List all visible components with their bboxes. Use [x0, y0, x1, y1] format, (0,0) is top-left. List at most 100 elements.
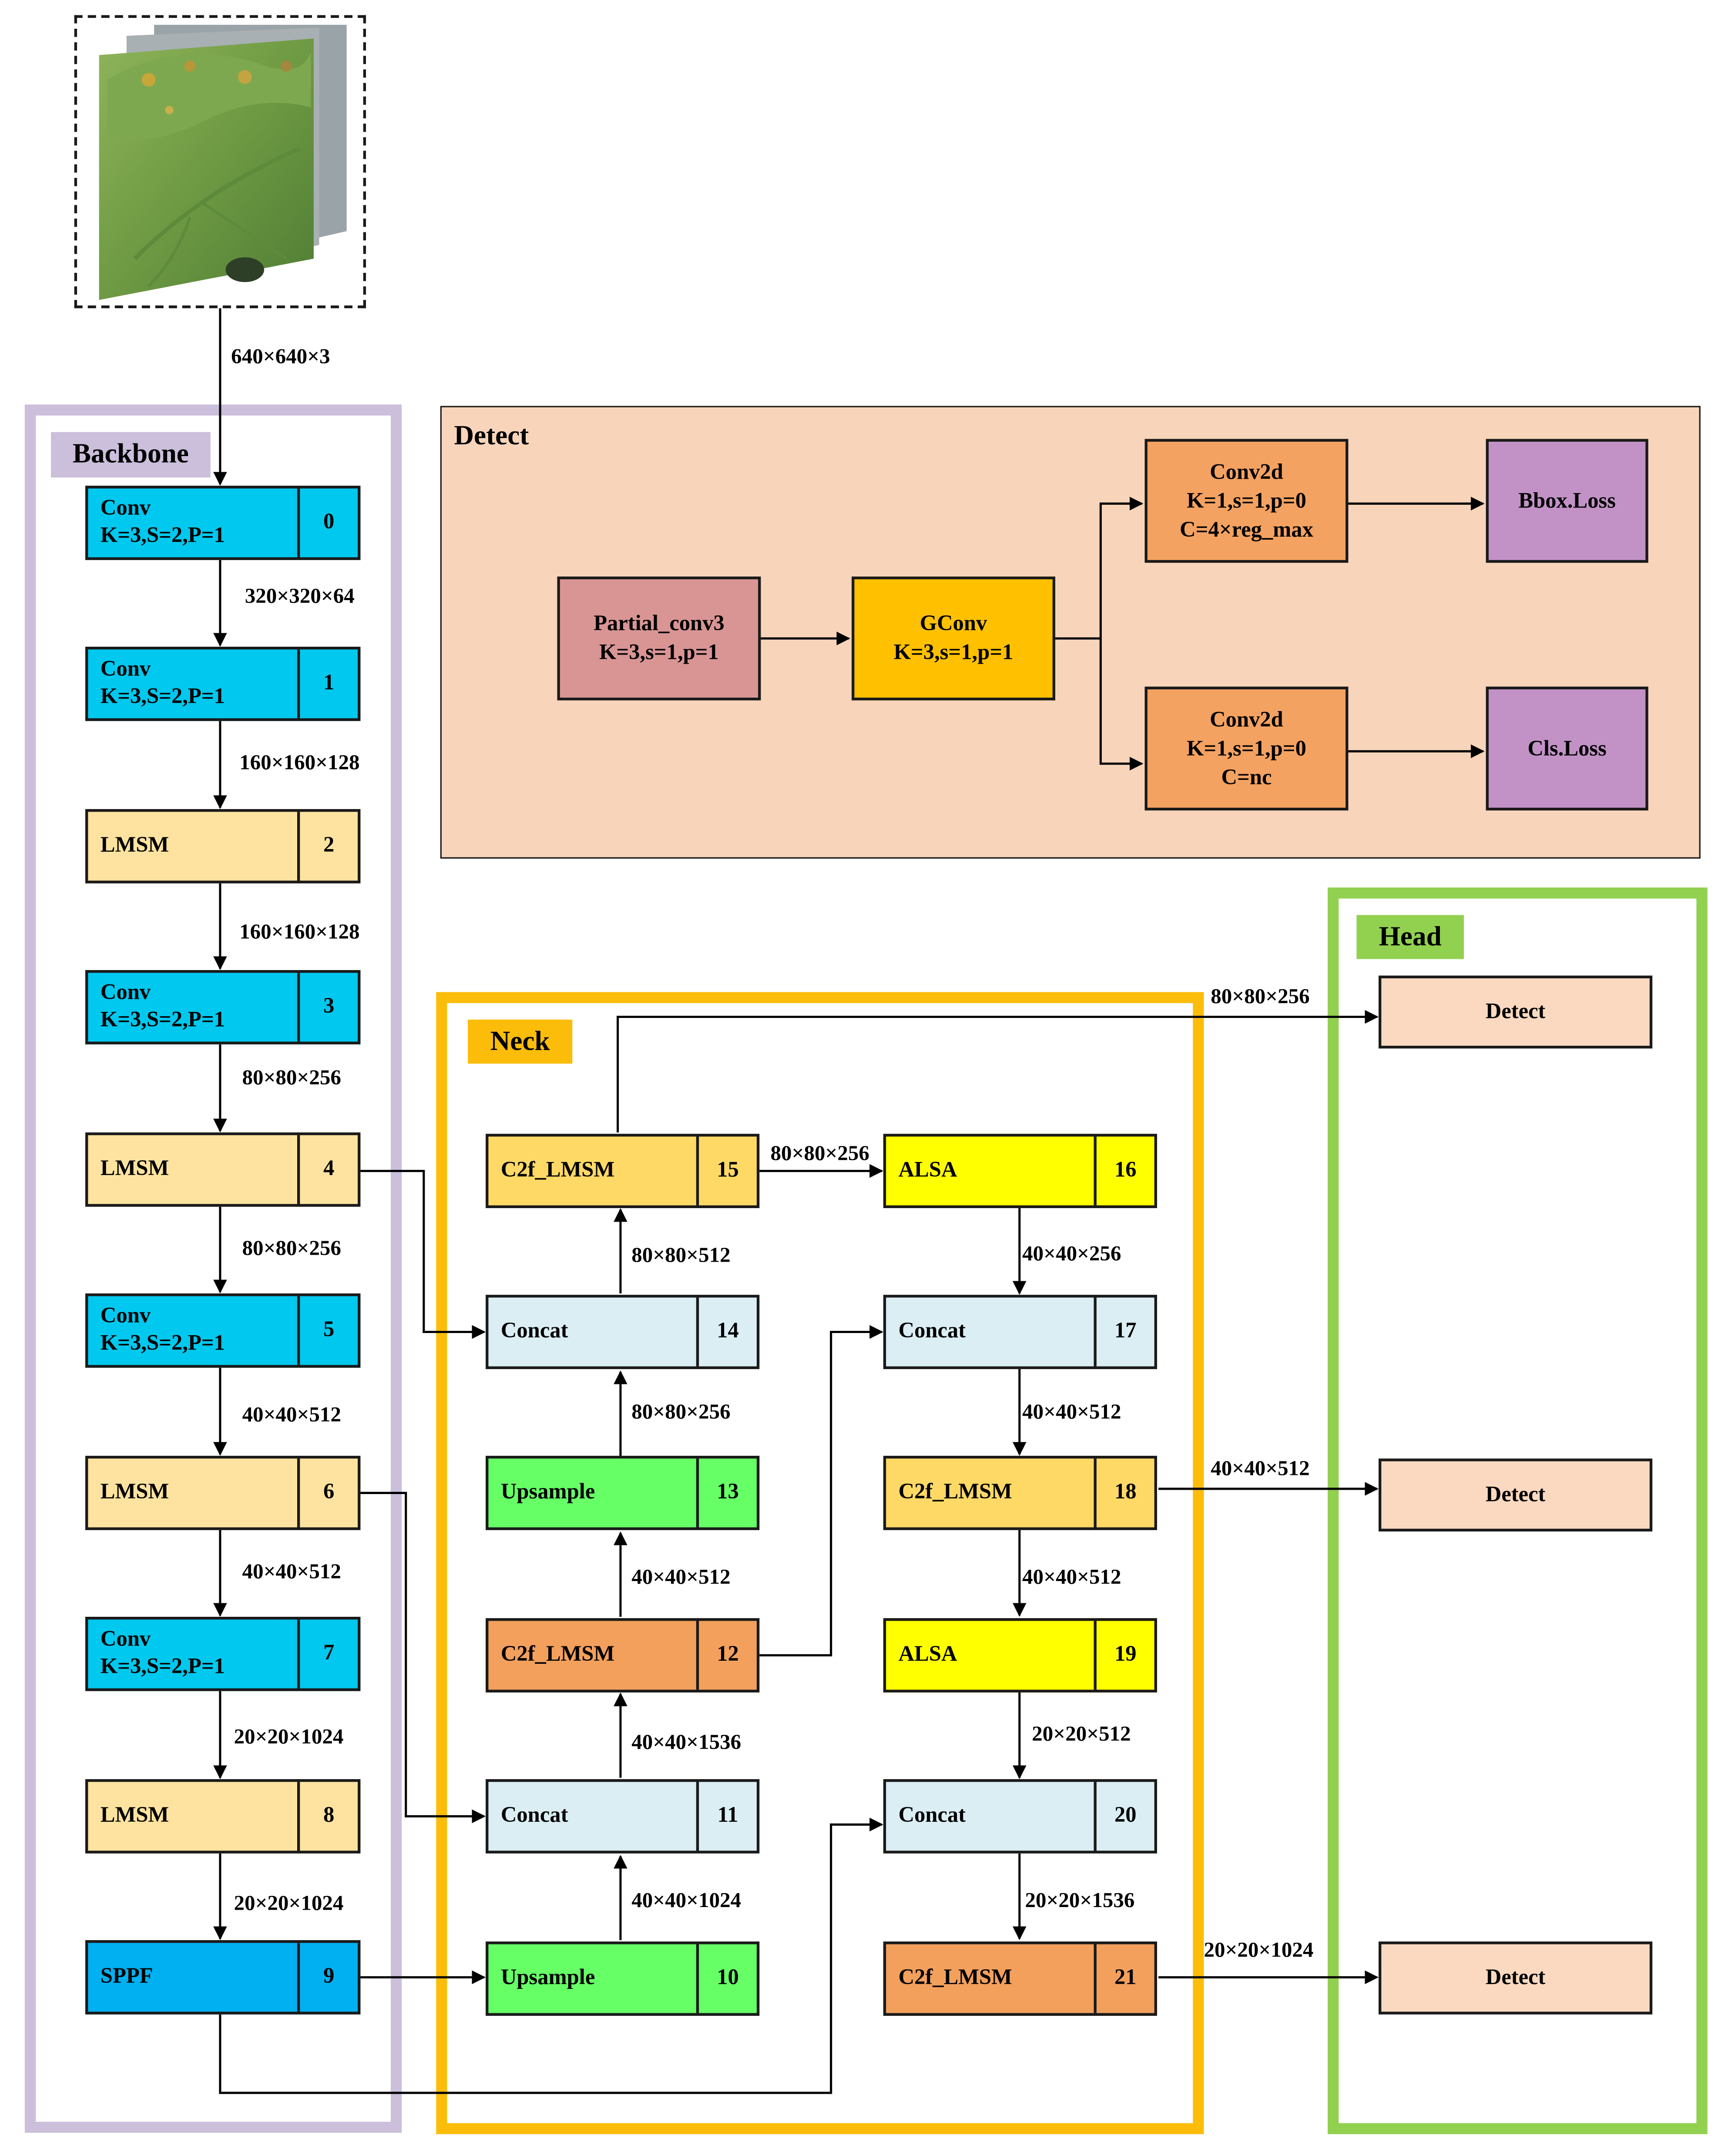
- backbone-block-8-lmsm: LMSM 8: [85, 1779, 361, 1854]
- leaf-image: [99, 24, 347, 300]
- backbone-block-2-lmsm: LMSM 2: [85, 809, 361, 883]
- block-params: K=3,S=2,P=1: [100, 1332, 225, 1356]
- neck-block-12-c2f-lmsm: C2f_LMSM 12: [486, 1618, 760, 1693]
- block-label: Conv: [100, 1628, 151, 1652]
- link-15-16-dim: 80×80×256: [770, 1142, 869, 1165]
- neck-right-dim-3: 20×20×512: [1032, 1723, 1131, 1746]
- block-index: 21: [1114, 1966, 1137, 1990]
- neck-right-dim-4: 20×20×1536: [1025, 1889, 1135, 1913]
- gconv-block: GConv K=3,s=1,p=1: [852, 576, 1056, 701]
- block-params: K=3,s=1,p=1: [599, 641, 719, 665]
- block-params: K=1,s=1,p=0: [1187, 489, 1306, 513]
- backbone-dim-6: 40×40×512: [242, 1560, 341, 1584]
- neck-left-dim-2: 40×40×512: [631, 1566, 731, 1589]
- block-index: 4: [323, 1157, 335, 1181]
- head-detect-2: Detect: [1379, 1458, 1653, 1531]
- block-label: Concat: [500, 1803, 568, 1827]
- backbone-block-4-lmsm: LMSM 4: [85, 1132, 361, 1207]
- backbone-dim-5: 40×40×512: [242, 1403, 341, 1427]
- block-index: 19: [1114, 1643, 1137, 1666]
- block-index: 13: [717, 1480, 739, 1504]
- block-label: Conv: [100, 497, 151, 521]
- cls-loss-label: Cls.Loss: [1527, 737, 1607, 760]
- block-label: SPPF: [100, 1965, 153, 1988]
- cls-loss-block: Cls.Loss: [1486, 686, 1648, 811]
- block-index: 18: [1114, 1480, 1137, 1504]
- block-index: 5: [323, 1318, 335, 1342]
- neck-block-14-concat: Concat 14: [486, 1295, 760, 1369]
- block-label: Conv2d: [1210, 708, 1283, 732]
- input-dims: 640×640×3: [231, 345, 330, 369]
- block-label: Concat: [500, 1320, 568, 1343]
- neck-block-13-upsample: Upsample 13: [486, 1456, 760, 1530]
- block-index: 8: [323, 1803, 335, 1827]
- block-params: K=1,s=1,p=0: [1187, 737, 1306, 760]
- detect-panel-title: Detect: [454, 420, 529, 451]
- block-params: K=3,s=1,p=1: [893, 641, 1013, 665]
- block-index: 3: [323, 994, 335, 1018]
- block-label: Conv: [100, 1304, 151, 1328]
- block-label: C2f_LMSM: [500, 1643, 615, 1666]
- block-channels: C=4×reg_max: [1180, 518, 1313, 542]
- block-params: K=3,S=2,P=1: [100, 1655, 225, 1679]
- block-index: 20: [1114, 1803, 1137, 1827]
- head-detect-label: Detect: [1485, 1966, 1546, 1990]
- block-index: 2: [323, 833, 335, 857]
- backbone-dim-7: 20×20×1024: [234, 1725, 344, 1749]
- backbone-dim-4: 80×80×256: [242, 1237, 341, 1261]
- block-label: Conv: [100, 658, 151, 682]
- block-index: 16: [1114, 1159, 1137, 1182]
- block-label: Upsample: [500, 1480, 595, 1504]
- backbone-dim-1: 160×160×128: [239, 751, 360, 775]
- neck-left-dim-0: 80×80×512: [631, 1244, 731, 1267]
- head-detect-3-dims: 20×20×1024: [1204, 1938, 1314, 1962]
- conv2d-bottom-block: Conv2d K=1,s=1,p=0 C=nc: [1144, 686, 1349, 811]
- block-label: LMSM: [100, 1157, 169, 1181]
- backbone-block-6-lmsm: LMSM 6: [85, 1456, 361, 1530]
- bbox-loss-label: Bbox.Loss: [1518, 489, 1616, 513]
- neck-block-17-concat: Concat 17: [883, 1295, 1157, 1369]
- block-label: Partial_conv3: [594, 612, 725, 636]
- neck-block-21-c2f-lmsm: C2f_LMSM 21: [883, 1941, 1157, 2016]
- backbone-title: Backbone: [50, 432, 211, 478]
- block-index: 10: [717, 1966, 739, 1990]
- head-detect-1: Detect: [1379, 975, 1653, 1049]
- neck-left-dim-3: 40×40×1536: [631, 1731, 742, 1755]
- block-index: 15: [717, 1159, 739, 1182]
- neck-right-dim-1: 40×40×512: [1022, 1400, 1121, 1424]
- backbone-block-9-sppf: SPPF 9: [85, 1940, 361, 2015]
- neck-right-dim-0: 40×40×256: [1022, 1243, 1121, 1266]
- backbone-dim-3: 80×80×256: [242, 1066, 341, 1090]
- block-index: 11: [717, 1803, 738, 1827]
- block-index: 7: [323, 1641, 335, 1665]
- conv2d-top-block: Conv2d K=1,s=1,p=0 C=4×reg_max: [1144, 439, 1349, 563]
- head-title: Head: [1356, 915, 1464, 959]
- head-frame: [1328, 887, 1708, 2134]
- backbone-frame: [24, 404, 402, 2133]
- block-label: Concat: [898, 1320, 966, 1343]
- block-index: 17: [1114, 1320, 1137, 1343]
- head-detect-1-dims: 80×80×256: [1211, 985, 1310, 1009]
- block-label: LMSM: [100, 1480, 169, 1504]
- block-label: Upsample: [500, 1966, 595, 1990]
- block-params: K=3,S=2,P=1: [100, 524, 225, 548]
- block-label: ALSA: [898, 1643, 957, 1666]
- block-params: K=3,S=2,P=1: [100, 685, 225, 709]
- neck-block-20-concat: Concat 20: [883, 1779, 1157, 1854]
- head-detect-3: Detect: [1379, 1941, 1653, 2015]
- block-label: LMSM: [100, 833, 169, 857]
- head-detect-label: Detect: [1485, 1000, 1546, 1024]
- block-label: C2f_LMSM: [898, 1966, 1012, 1990]
- block-index: 14: [717, 1320, 739, 1343]
- neck-right-dim-2: 40×40×512: [1022, 1566, 1121, 1589]
- head-detect-2-dims: 40×40×512: [1211, 1457, 1310, 1481]
- backbone-dim-8: 20×20×1024: [234, 1892, 344, 1916]
- neck-frame: [436, 992, 1204, 2134]
- block-label: ALSA: [898, 1159, 957, 1182]
- backbone-dim-2: 160×160×128: [239, 920, 360, 944]
